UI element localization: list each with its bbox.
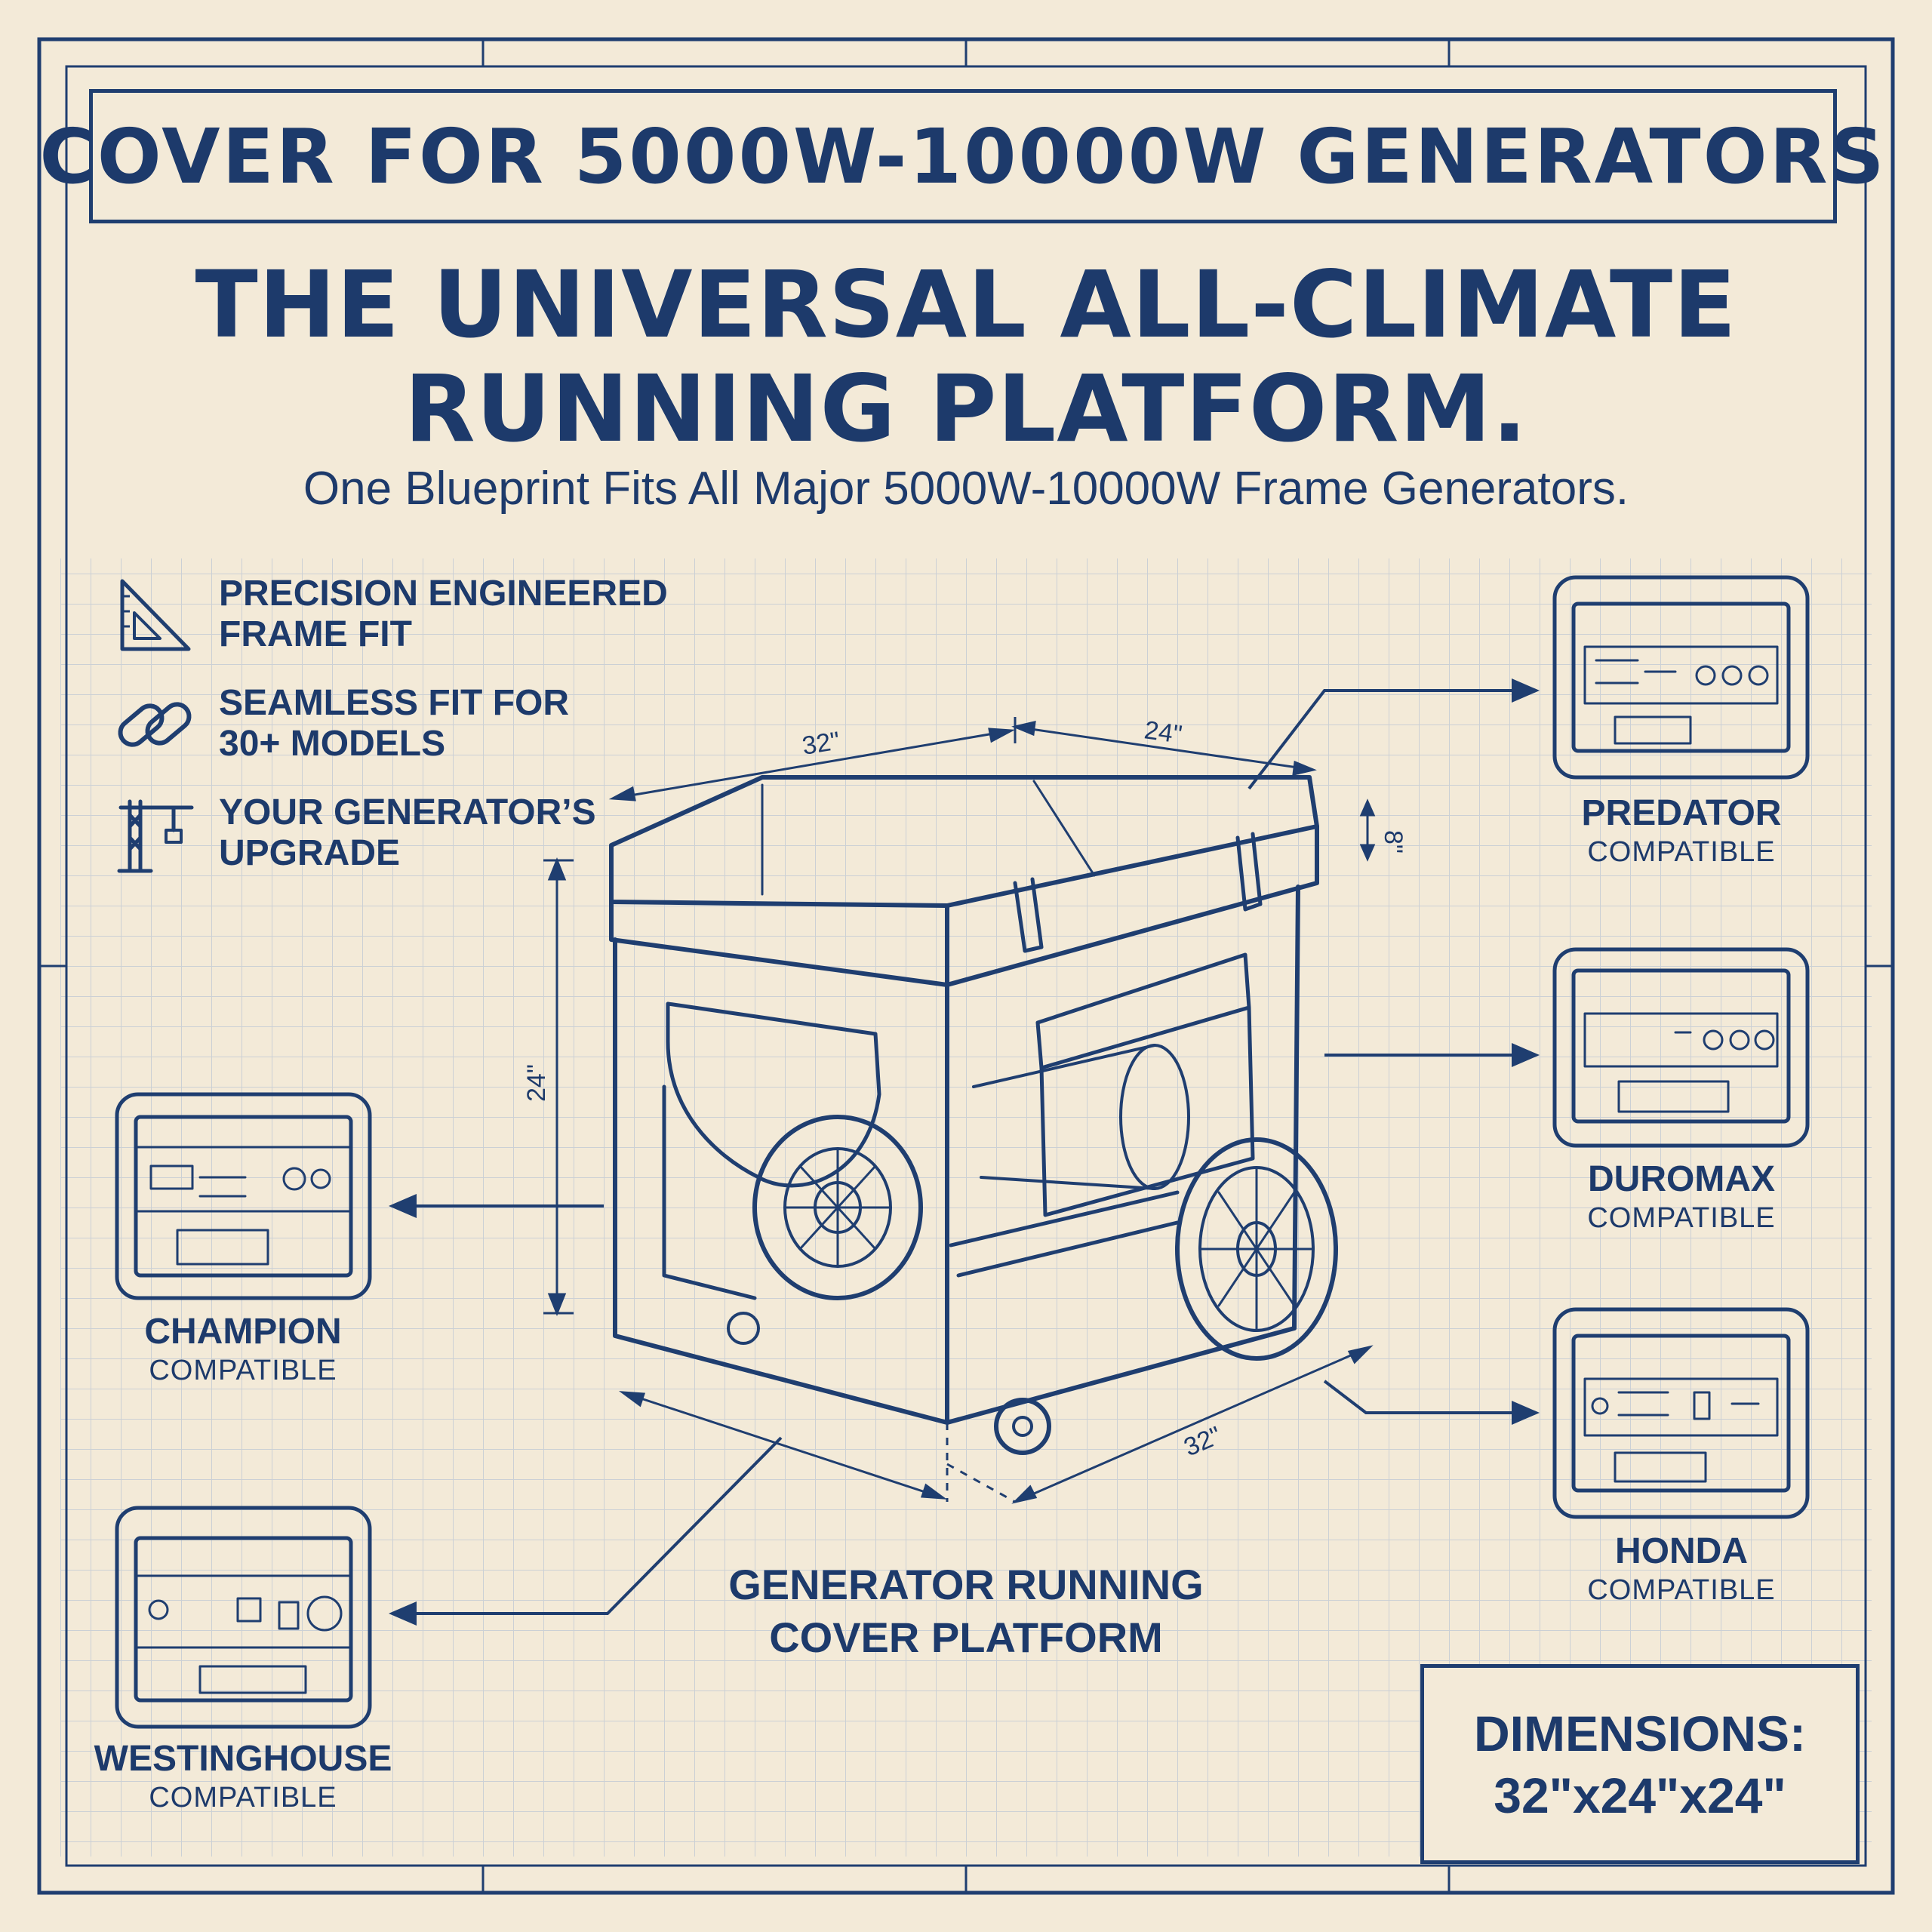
generator-sketch-honda [1552,1307,1810,1519]
platform-label-line-2: COVER PLATFORM [769,1614,1163,1661]
brand-compatible-label: COMPATIBLE [1587,836,1776,868]
brand-name: WESTINGHOUSE [94,1739,392,1779]
dimensions-label: DIMENSIONS: [1473,1705,1807,1761]
dimensions-value: 32"x24"x24" [1494,1767,1786,1823]
subheadline: One Blueprint Fits All Major 5000W-10000… [303,463,1629,515]
headline-line-2: RUNNING PLATFORM. [404,355,1528,463]
cover-body [613,937,949,1425]
brand-duromax: DUROMAX COMPATIBLE [1508,1158,1855,1235]
brand-westinghouse: WESTINGHOUSE COMPATIBLE [69,1738,417,1815]
feature-line: PRECISION ENGINEERED [219,574,668,614]
crane-icon [117,799,194,873]
dim-height: 24" [522,1064,551,1102]
brand-compatible-label: COMPATIBLE [149,1782,337,1814]
cover-lid [609,775,1319,908]
platform-label-line-1: GENERATOR RUNNING [728,1561,1204,1608]
feature-line: SEAMLESS FIT FOR [219,683,570,723]
brand-champion: CHAMPION COMPATIBLE [69,1311,417,1388]
brand-name: PREDATOR [1581,793,1782,833]
chain-link-icon [118,702,192,747]
brand-name: CHAMPION [144,1312,342,1352]
brand-predator: PREDATOR COMPATIBLE [1508,792,1855,869]
page-title: COVER FOR 5000W-10000W GENERATORS [39,112,1887,201]
wheel [1175,1137,1338,1361]
generator-sketch-westinghouse [115,1506,372,1729]
dim-top-length: 32" [800,727,841,761]
set-square-icon [120,579,191,651]
feature-line: FRAME FIT [219,614,412,654]
dim-top-width: 24" [1143,715,1184,749]
feature-line: YOUR GENERATOR’S [219,792,596,832]
title-banner: COVER FOR 5000W-10000W GENERATORS [39,89,1884,223]
brand-name: DUROMAX [1588,1159,1775,1199]
headline: THE UNIVERSAL ALL-CLIMATE RUNNING PLATFO… [75,253,1857,461]
feature-line: 30+ MODELS [219,724,446,764]
brand-compatible-label: COMPATIBLE [1587,1202,1776,1234]
platform-label: GENERATOR RUNNING COVER PLATFORM [664,1558,1268,1664]
generator-sketch-predator [1552,575,1810,780]
generator-sketch-duromax [1552,947,1810,1148]
dimensions-box: DIMENSIONS: 32"x24"x24" [1420,1664,1860,1864]
feature-line: UPGRADE [219,833,401,873]
brand-honda: HONDA COMPATIBLE [1508,1531,1855,1607]
dim-lid: 8" [1379,830,1407,854]
headline-line-1: THE UNIVERSAL ALL-CLIMATE [195,251,1737,358]
brand-compatible-label: COMPATIBLE [149,1355,337,1386]
brand-compatible-label: COMPATIBLE [1587,1574,1776,1606]
generator-sketch-champion [115,1092,372,1300]
brand-name: HONDA [1615,1531,1748,1571]
